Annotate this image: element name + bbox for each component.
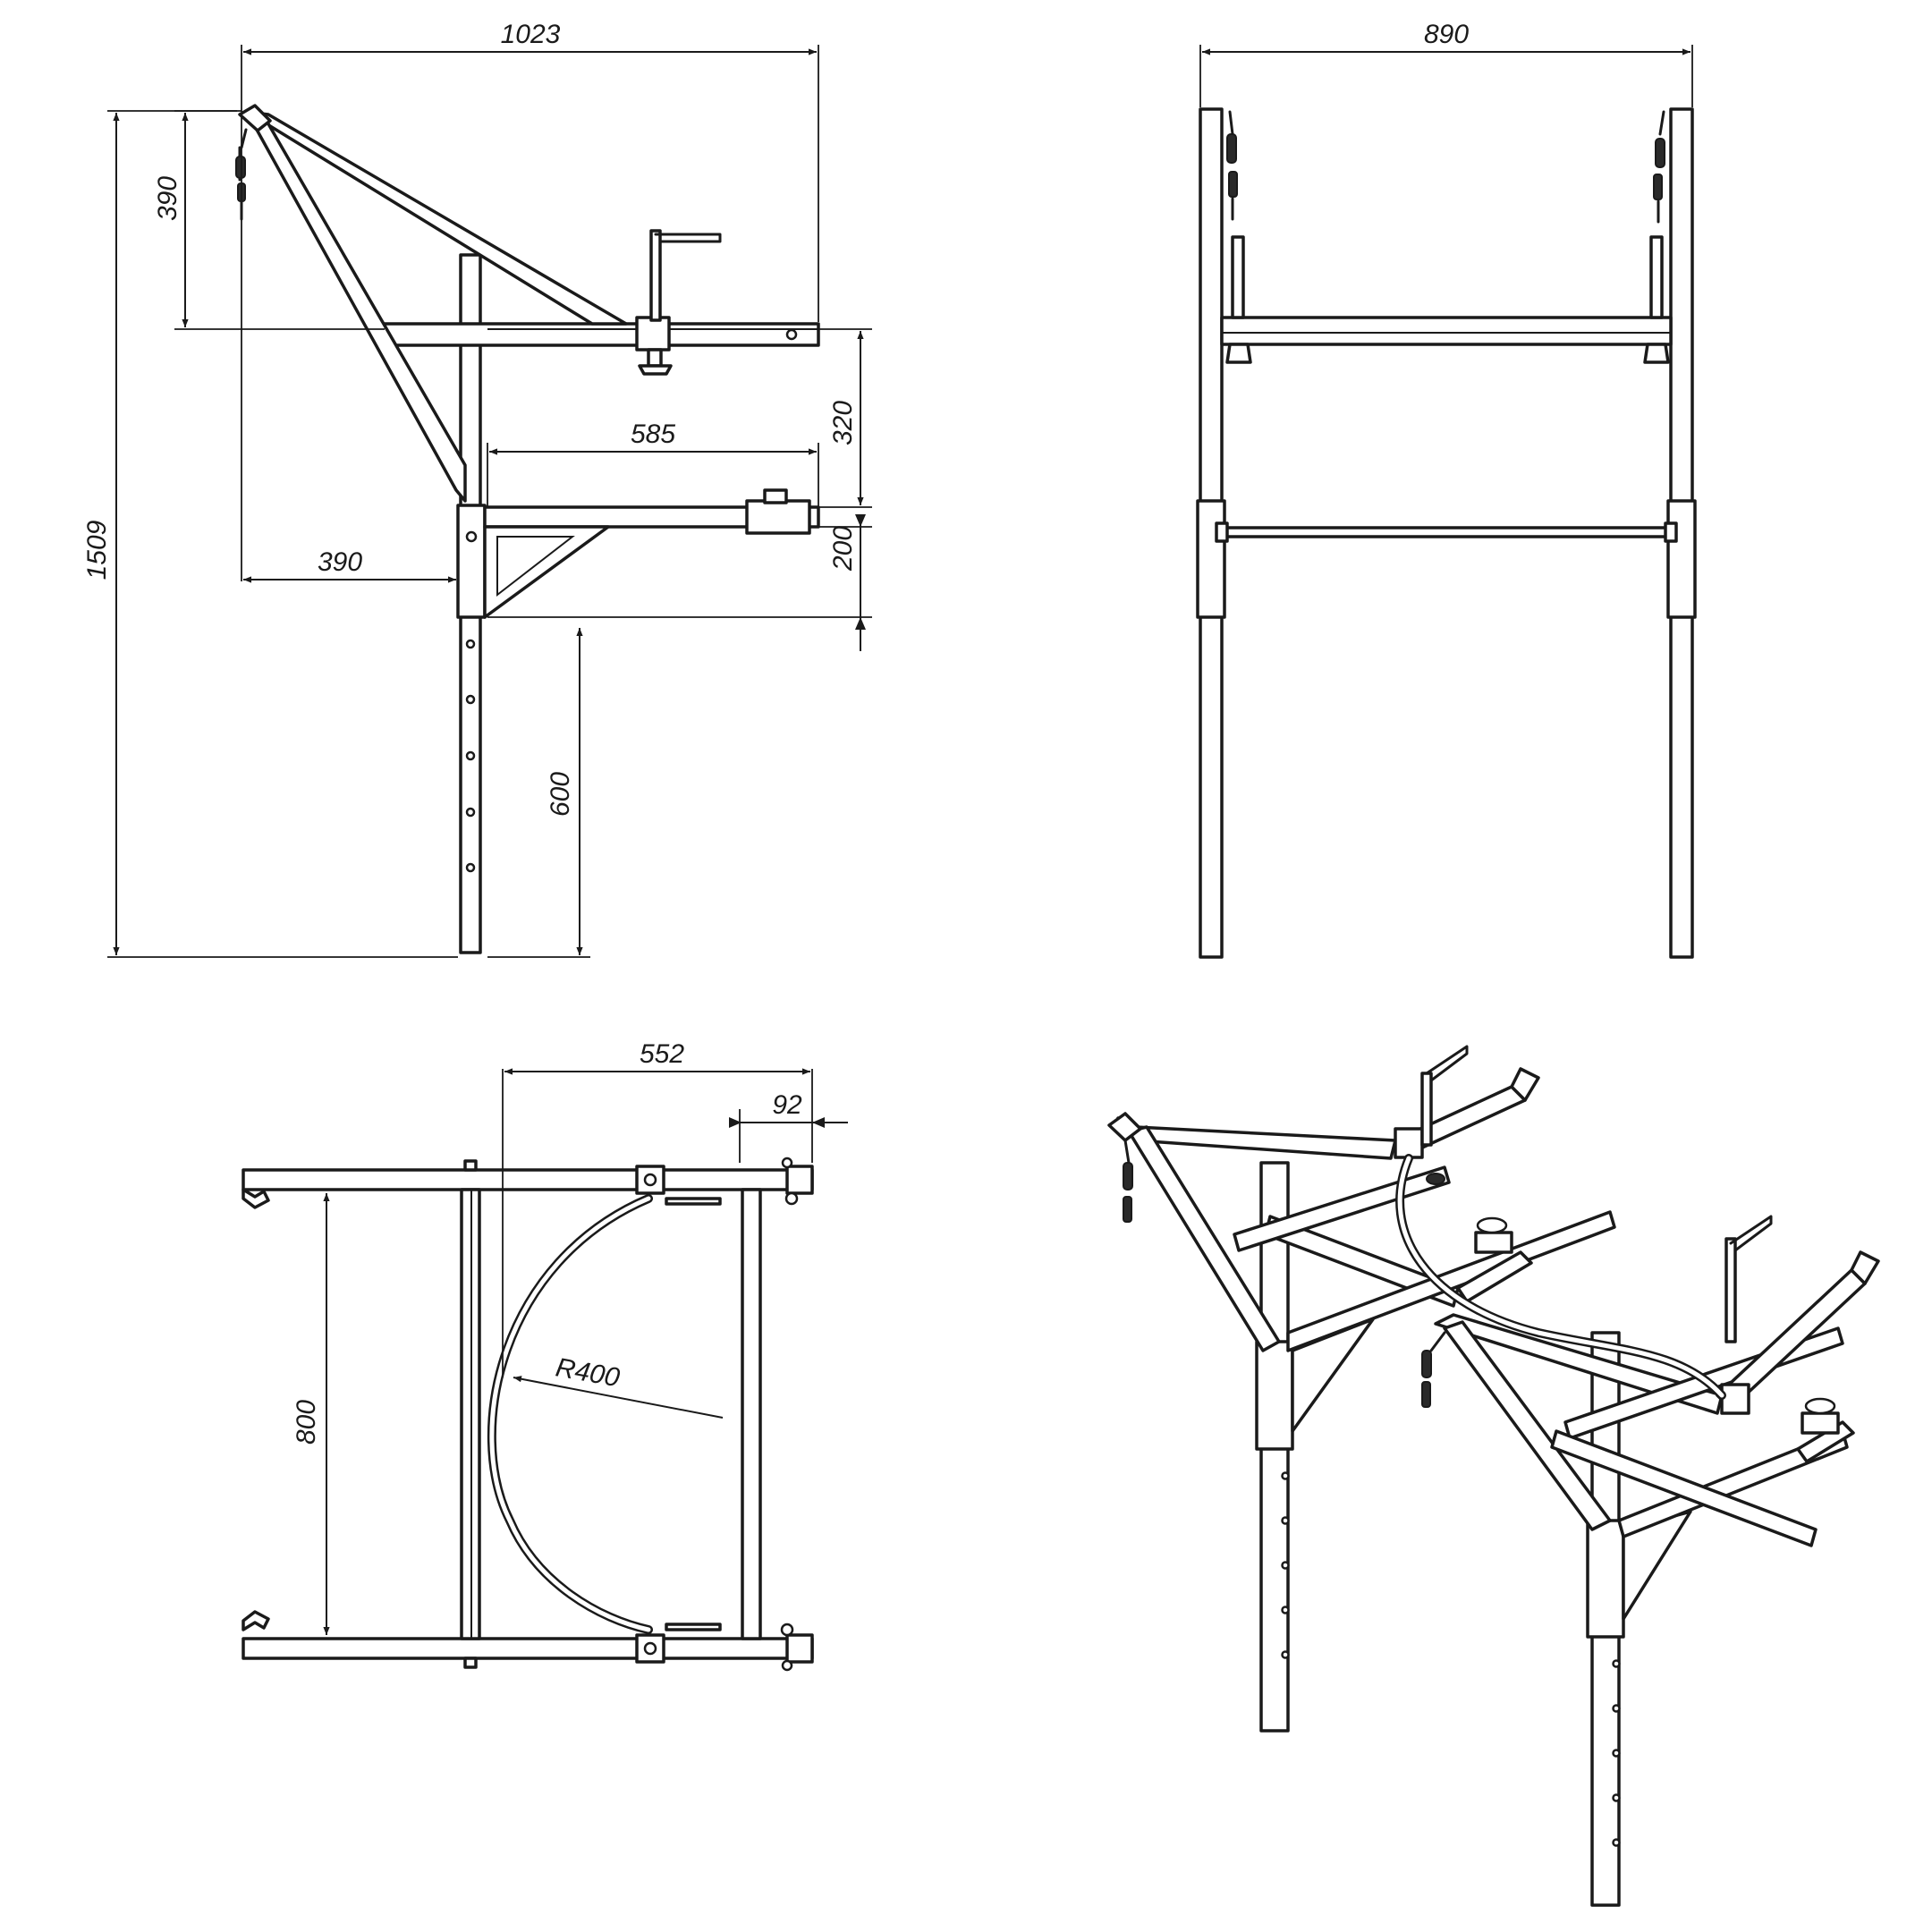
side-sleeve: [456, 504, 487, 619]
side-post-holes: [465, 639, 476, 873]
side-clamp: [635, 229, 722, 376]
front-view: 890: [1196, 20, 1697, 959]
iso-right-long-brace: [1443, 1320, 1612, 1531]
side-upper-arm: [383, 322, 820, 347]
dim-200: 200: [828, 526, 858, 572]
dim-800: 800: [292, 1400, 321, 1445]
iso-clamp-right: [1720, 1215, 1773, 1415]
iso-chain-right: [1421, 1331, 1446, 1408]
front-chain-right: [1653, 110, 1665, 224]
dim-92: 92: [772, 1090, 802, 1120]
front-top-bar: [1220, 316, 1673, 346]
dim-320: 320: [828, 401, 858, 445]
front-chain-left: [1226, 110, 1238, 221]
iso-chain-left: [1123, 1139, 1133, 1223]
side-view: 1023 390 1509 320 585 390: [82, 20, 872, 958]
dim-1509: 1509: [82, 520, 112, 580]
side-dimensions: 1023 390 1509 320 585 390: [82, 20, 872, 958]
top-dimensions: 552 92 800 R400: [292, 1039, 848, 1635]
dim-890: 890: [1424, 20, 1469, 49]
front-dimensions: 890: [1199, 20, 1693, 107]
dim-390-top: 390: [153, 176, 182, 221]
top-rail-upper: [242, 1168, 814, 1191]
dim-585: 585: [631, 419, 675, 449]
top-curved-rail: [487, 1194, 653, 1634]
top-view: 552 92 800 R400: [242, 1039, 848, 1672]
side-gusset: [483, 525, 610, 619]
top-rail-lower: [242, 1637, 814, 1660]
side-lower-arm: [483, 505, 820, 529]
isometric-view: [1107, 1045, 1880, 1907]
front-lower-bar: [1223, 526, 1670, 538]
dim-552: 552: [640, 1039, 684, 1069]
top-rail-right: [741, 1188, 762, 1640]
dim-390-horizontal: 390: [318, 547, 362, 577]
dim-600: 600: [546, 772, 575, 817]
dim-1023: 1023: [501, 20, 561, 49]
side-chain: [235, 128, 248, 221]
